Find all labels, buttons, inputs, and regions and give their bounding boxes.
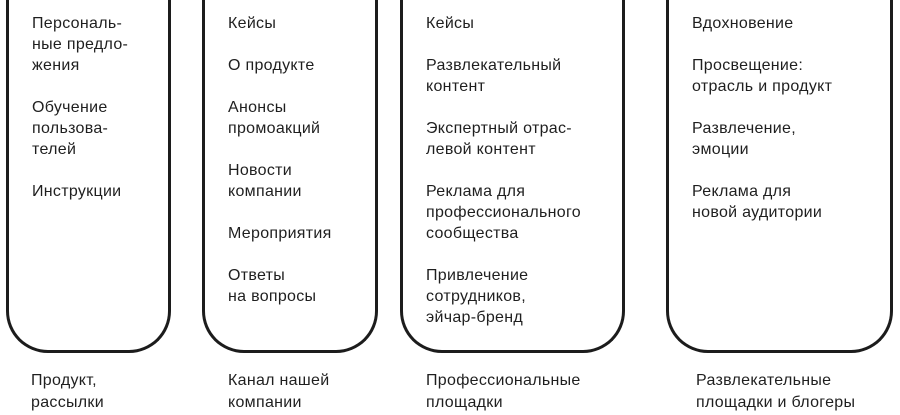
content-item: О продукте bbox=[228, 57, 315, 74]
content-item: Мероприятия bbox=[228, 225, 332, 242]
tube-entertainment-platforms: Вдохновение Просвещение: отрасль и проду… bbox=[666, 0, 893, 353]
content-item: Инструкции bbox=[32, 183, 122, 200]
content-item: Анонсы промоакций bbox=[228, 99, 321, 137]
content-item: Ответы на вопросы bbox=[228, 267, 317, 305]
channel-caption: Развлекательные площадки и блогеры bbox=[696, 372, 856, 411]
content-item: Развлекательный контент bbox=[426, 57, 562, 95]
channel-caption: Продукт, рассылки bbox=[31, 372, 104, 411]
content-item: Экспертный отрас- левой контент bbox=[426, 120, 572, 158]
content-item: Обучение пользова- телей bbox=[32, 99, 109, 158]
content-item: Новости компании bbox=[228, 162, 302, 200]
channel-caption: Канал нашей компании bbox=[228, 372, 330, 411]
content-item: Реклама для профессионального сообщества bbox=[426, 183, 581, 242]
tube-professional-platforms: Кейсы Развлекательный контент Экспертный… bbox=[400, 0, 625, 353]
content-item: Реклама для новой аудитории bbox=[692, 183, 823, 221]
content-item: Персональ- ные предло- жения bbox=[32, 15, 129, 74]
tube-product-mailings: Персональ- ные предло- жения Обучение по… bbox=[6, 0, 171, 353]
content-item: Кейсы bbox=[426, 15, 475, 32]
content-item: Привлечение сотрудников, эйчар-бренд bbox=[426, 267, 529, 326]
content-item: Кейсы bbox=[228, 15, 277, 32]
content-item: Развлечение, эмоции bbox=[692, 120, 796, 158]
channel-caption: Профессиональные площадки bbox=[426, 372, 581, 411]
tube-company-channel: Кейсы О продукте Анонсы промоакций Новос… bbox=[202, 0, 378, 353]
content-item: Вдохновение bbox=[692, 15, 794, 32]
content-item: Просвещение: отрасль и продукт bbox=[692, 57, 833, 95]
